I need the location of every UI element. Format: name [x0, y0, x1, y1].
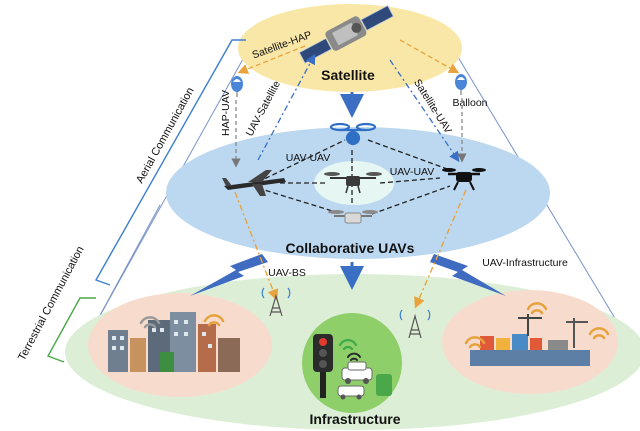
aerial-bracket	[94, 39, 246, 286]
uav-uav-label-left: UAV-UAV	[286, 152, 331, 164]
terrestrial-bracket	[46, 297, 96, 363]
drone-icon	[329, 122, 377, 146]
uav-bs-link	[234, 191, 279, 301]
city-scene	[88, 293, 272, 397]
wifi-icon	[203, 314, 225, 327]
traffic-light-icon	[313, 334, 333, 398]
wifi-icon	[347, 352, 361, 361]
base-station-icon	[261, 287, 291, 317]
wifi-icon	[338, 339, 358, 351]
traffic-scene	[302, 313, 402, 413]
car-icon	[337, 361, 373, 400]
hap-uav-label: HAP-UAV	[220, 90, 232, 136]
satellite-uav-link	[389, 59, 460, 163]
balloon-icon	[231, 76, 243, 97]
uav-bs-label: UAV-BS	[268, 267, 306, 279]
base-station-icon	[399, 309, 431, 339]
charger-icon	[376, 374, 392, 396]
uav-uav-label-right: UAV-UAV	[390, 166, 435, 178]
fixed-wing-uav-icon	[222, 170, 286, 196]
uav-infrastructure-bolt	[430, 254, 506, 296]
uav-bs-bolt	[190, 254, 268, 296]
drone-icon	[328, 210, 378, 224]
uav-satellite-label: UAV-Satellite	[244, 79, 283, 139]
uav-satellite-link	[257, 53, 316, 161]
wifi-icon	[139, 316, 161, 329]
uav-infrastructure-label: UAV-Infrastructure	[482, 257, 568, 269]
uav-uav-links	[257, 139, 451, 215]
drone-icon	[324, 172, 382, 194]
satellite-label: Satellite	[321, 67, 375, 83]
satellite-hap-link	[237, 45, 306, 74]
wifi-icon	[464, 302, 610, 349]
city-icon	[108, 312, 240, 372]
uavs-label: Collaborative UAVs	[286, 240, 415, 256]
satellite-balloon-link	[399, 39, 460, 74]
satellite-ellipse	[238, 4, 462, 92]
drone-icon	[442, 168, 486, 191]
satellite-uav-label: Satellite-UAV	[411, 77, 454, 136]
port-scene	[442, 290, 618, 394]
infrastructure-label: Infrastructure	[309, 411, 400, 427]
port-icon	[470, 314, 590, 366]
balloon-label: Balloon	[452, 97, 487, 109]
balloon-icon	[455, 74, 467, 95]
